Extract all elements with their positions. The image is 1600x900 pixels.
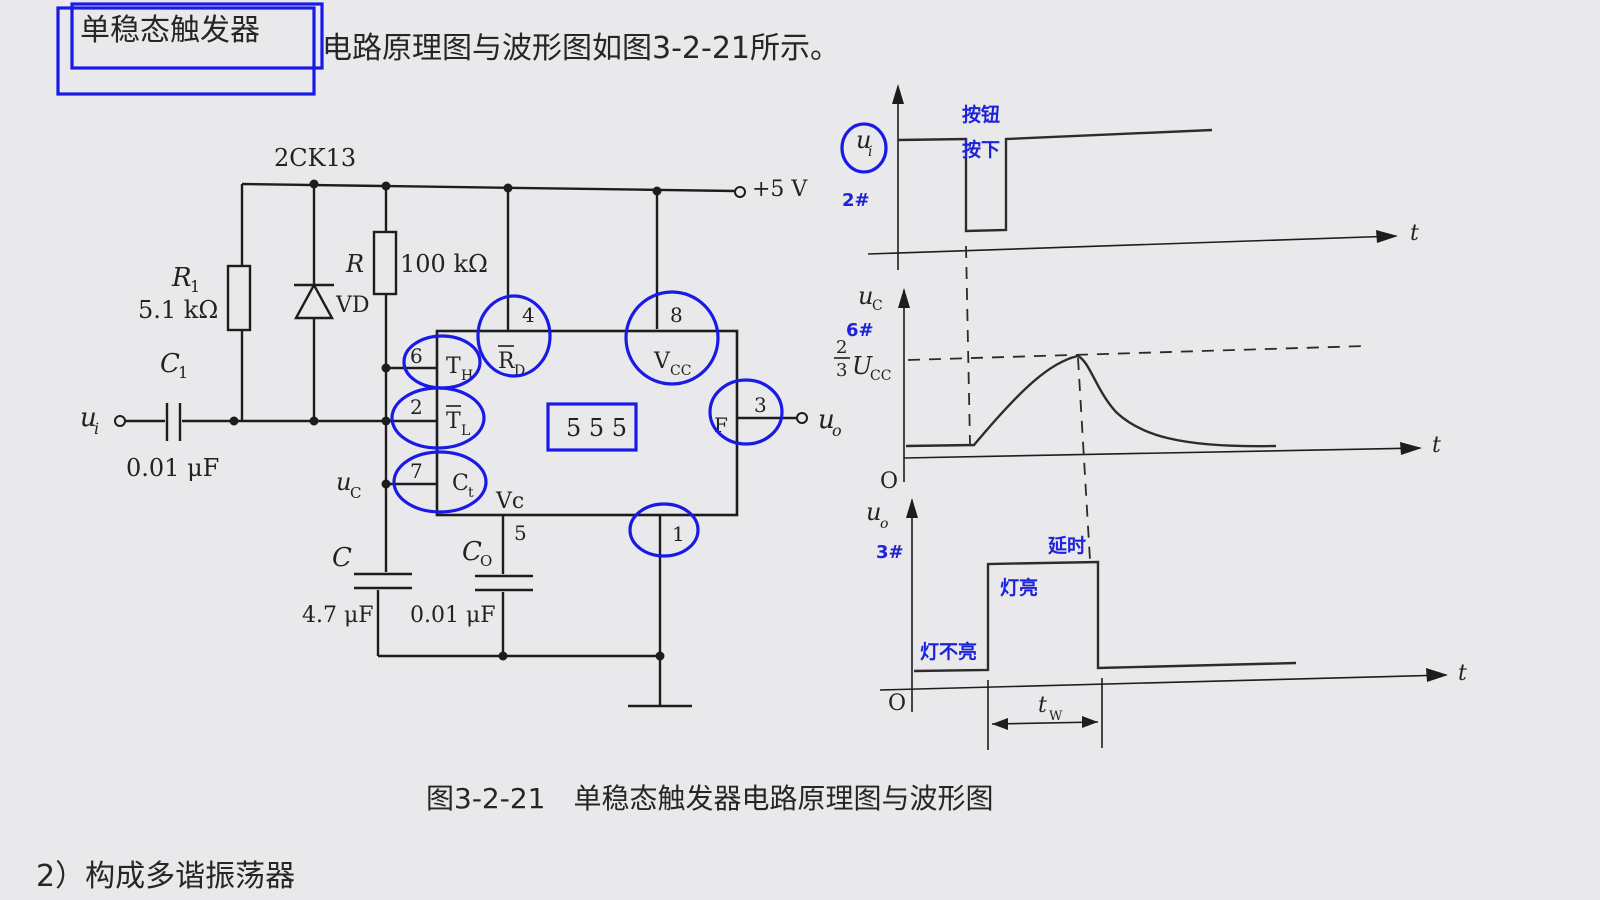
pin-rd-label: R — [498, 349, 516, 374]
ui-axis-label: u — [856, 126, 871, 154]
pin-6-number: 6 — [410, 344, 423, 368]
uo-waveform — [913, 560, 1297, 673]
co-value: 0.01 μF — [410, 603, 496, 628]
figure-caption: 图3-2-21 单稳态触发器电路原理图与波形图 — [426, 782, 993, 815]
pin-4-number: 4 — [522, 303, 535, 327]
vd-label: VD — [335, 293, 370, 318]
diode-part-label: 2CK13 — [274, 144, 356, 172]
uc-axis-subscript: C — [872, 298, 883, 314]
waveform-dashed-guides — [907, 245, 1367, 561]
r-value: 100 kΩ — [400, 250, 488, 278]
two-thirds-u: U — [852, 352, 873, 380]
annotation-lamp-off: 灯不亮 — [920, 640, 977, 663]
tw-label: t — [1038, 693, 1047, 718]
co-subscript: O — [480, 552, 492, 570]
uc-t-label: t — [1432, 433, 1441, 458]
junction-dots — [229, 179, 665, 661]
circuit-wiring — [114, 182, 808, 708]
pin-ct-label: C — [452, 471, 469, 496]
uo-axis-subscript: o — [880, 516, 888, 532]
annotation-pin2: 2# — [842, 190, 870, 211]
blue-annotations — [56, 2, 888, 558]
annotation-button-1: 按钮 — [962, 103, 1000, 126]
chip-vc-label: Vc — [495, 489, 524, 514]
pin-tl-subscript: L — [461, 423, 470, 439]
ui-axis-subscript: i — [868, 144, 872, 160]
pin-3-number: 3 — [754, 393, 767, 417]
uo-t-label: t — [1458, 661, 1467, 686]
pin-rd-subscript: D — [514, 363, 525, 379]
pin-5-number: 5 — [514, 521, 527, 545]
pin-th-label: T — [446, 354, 461, 379]
c1-subscript: 1 — [178, 363, 188, 382]
ui-t-label: t — [1410, 221, 1419, 246]
pin-vcc-label: V — [653, 349, 671, 374]
annotation-lamp-on: 灯亮 — [1000, 576, 1038, 599]
uc-label: u — [336, 468, 351, 496]
uc-axis-label: u — [858, 282, 873, 310]
uc-origin-label: O — [880, 469, 898, 494]
pin-7-number: 7 — [410, 459, 423, 483]
r1-subscript: 1 — [190, 277, 200, 296]
ui-waveform — [897, 128, 1213, 233]
ui-label: u — [80, 403, 97, 433]
co-label: C — [462, 537, 482, 567]
r1-value: 5.1 kΩ — [138, 296, 218, 324]
uo-subscript: o — [832, 421, 842, 440]
annotation-delay: 延时 — [1047, 535, 1086, 557]
uo-axis-label: u — [866, 498, 881, 526]
supply-label: +5 V — [752, 177, 808, 202]
c1-label: C — [160, 349, 180, 379]
r-label: R — [345, 250, 364, 278]
tw-subscript: W — [1049, 709, 1063, 724]
two-thirds-denominator: 3 — [836, 360, 847, 381]
pin-vcc-subscript: CC — [670, 363, 691, 379]
c-label: C — [332, 543, 352, 573]
annotation-button-2: 按下 — [962, 138, 1000, 161]
intro-rest-text: 电路原理图与波形图如图3-2-21所示。 — [322, 31, 840, 66]
pin-ct-subscript: t — [468, 485, 474, 501]
c1-value: 0.01 μF — [126, 454, 219, 482]
waveform-traces — [897, 128, 1297, 673]
waveform-axes — [867, 84, 1448, 712]
pin-1-number: 1 — [672, 522, 685, 546]
pin-2-number: 2 — [410, 395, 423, 419]
pin-tl-label: T — [446, 409, 461, 434]
ui-subscript: i — [94, 419, 99, 438]
annotation-pin3: 3# — [876, 542, 904, 563]
annotation-pin6: 6# — [846, 320, 874, 341]
two-thirds-numerator: 2 — [836, 337, 847, 358]
section-heading: 2）构成多谐振荡器 — [36, 859, 295, 894]
two-thirds-subscript: CC — [870, 368, 891, 384]
uc-waveform — [905, 354, 1277, 448]
uo-origin-label: O — [888, 691, 906, 716]
intro-highlight-text: 单稳态触发器 — [80, 13, 260, 48]
c-value: 4.7 μF — [302, 603, 374, 628]
r1-label: R — [171, 263, 192, 293]
uc-subscript: C — [350, 484, 361, 502]
uo-label: u — [818, 405, 835, 435]
pin-8-number: 8 — [670, 303, 683, 327]
chip-555-label: 5 5 5 — [566, 414, 627, 442]
tw-dimension — [987, 678, 1103, 750]
